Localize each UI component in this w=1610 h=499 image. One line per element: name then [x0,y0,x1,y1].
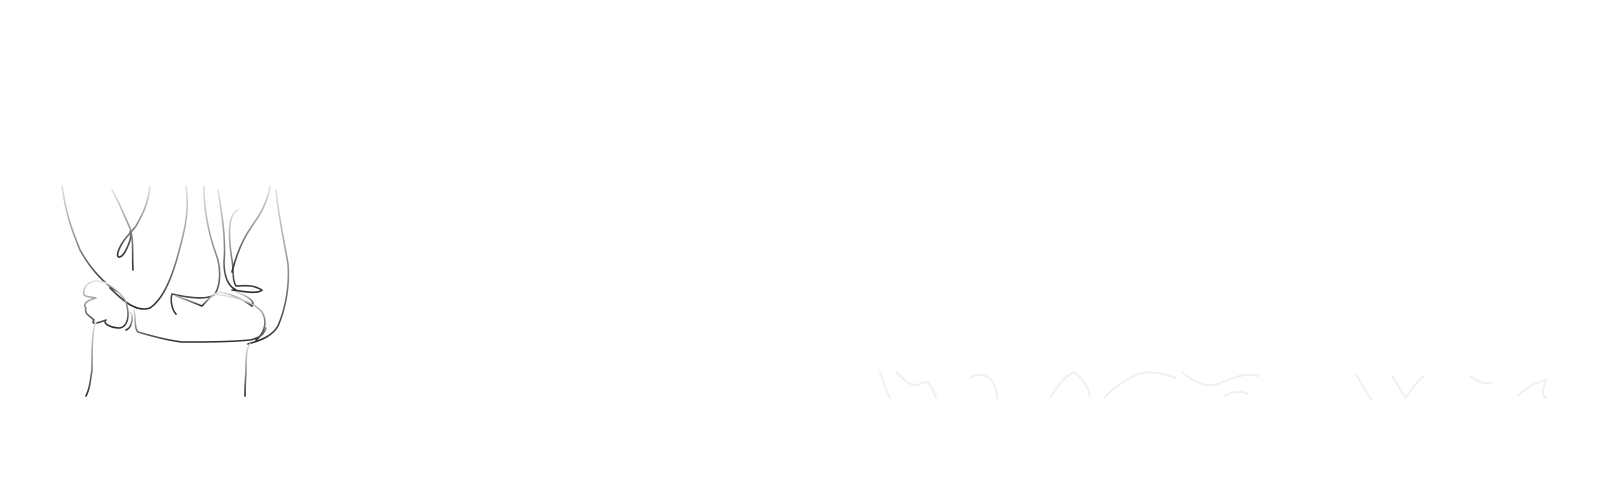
faded-handwriting-icon [879,371,1547,401]
crossed-arms-sketch-icon [61,185,290,397]
